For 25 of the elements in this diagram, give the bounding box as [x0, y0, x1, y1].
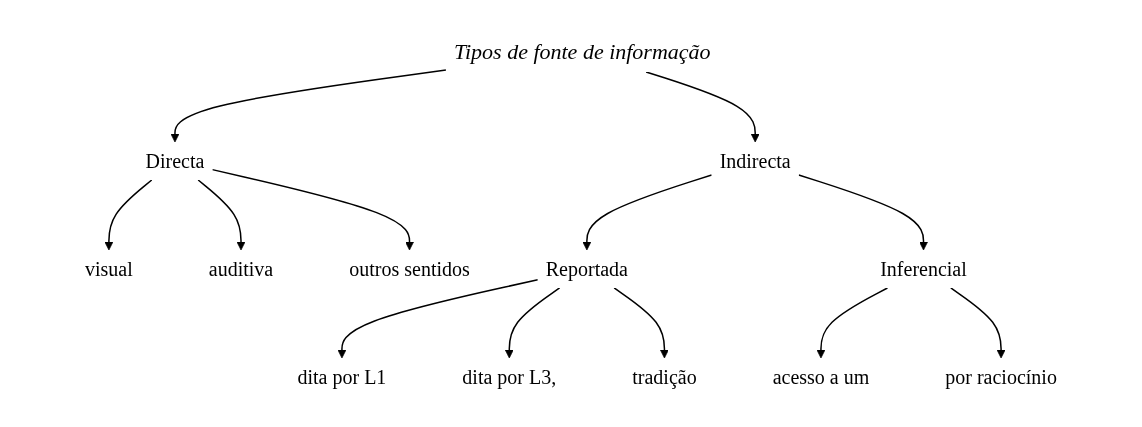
node-text: por raciocínio: [945, 365, 1057, 388]
arrow: [337, 279, 539, 359]
arrow: [816, 287, 889, 359]
node-text: tradição: [632, 365, 697, 388]
node-text: Reportada: [545, 257, 629, 280]
arrow: [170, 69, 447, 143]
node-text: Inferencial: [880, 257, 967, 280]
node-text: visual: [85, 257, 133, 280]
arrow: [798, 174, 928, 251]
node-text: acesso a um: [772, 365, 870, 388]
node-text: Directa: [145, 149, 205, 172]
arrow: [504, 287, 561, 359]
node-text: Tipos de fonte de informação: [453, 39, 711, 64]
arrow: [211, 168, 414, 251]
arrow: [645, 71, 760, 143]
node-text: outros sentidos: [349, 257, 470, 280]
arrow: [104, 179, 153, 251]
node-text: Indirecta: [719, 149, 791, 172]
arrow: [613, 287, 669, 359]
arrow: [197, 179, 246, 251]
node-text: dita por L3,: [462, 365, 557, 388]
arrow: [950, 287, 1006, 359]
node-text: dita por L1: [297, 365, 387, 388]
arrow: [582, 174, 713, 251]
node-text: auditiva: [208, 257, 274, 280]
